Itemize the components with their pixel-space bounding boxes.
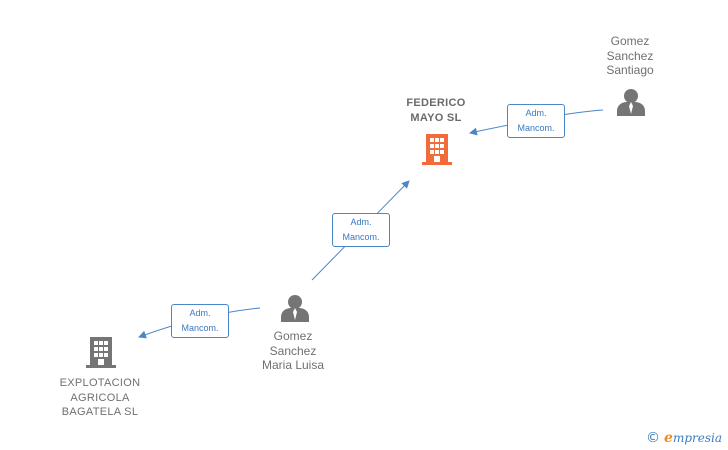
node-label-gomez-sanchez-maria-luisa[interactable]: Gomez Sanchez Maria Luisa [261, 329, 325, 372]
brand-logo: ©empresia [646, 430, 722, 446]
edge-label-adm-mancom: Adm. Mancom. [332, 213, 390, 247]
copyright-symbol: © [646, 430, 661, 446]
brand-name: mpresia [672, 431, 722, 445]
person-icon[interactable] [281, 295, 309, 322]
building-icon[interactable] [86, 337, 116, 368]
node-label-federico-mayo[interactable]: FEDERICO MAYO SL [406, 97, 466, 124]
person-icon[interactable] [617, 89, 645, 116]
edge-label-adm-mancom: Adm. Mancom. [171, 304, 229, 338]
edge-label-adm-mancom: Adm. Mancom. [507, 104, 565, 138]
building-icon[interactable] [422, 134, 452, 165]
brand-initial: e [664, 430, 673, 446]
node-label-gomez-sanchez-santiago[interactable]: Gomez Sanchez Santiago [606, 34, 654, 77]
node-label-explotacion-agricola-bagatela[interactable]: EXPLOTACION AGRICOLA BAGATELA SL [59, 377, 141, 418]
